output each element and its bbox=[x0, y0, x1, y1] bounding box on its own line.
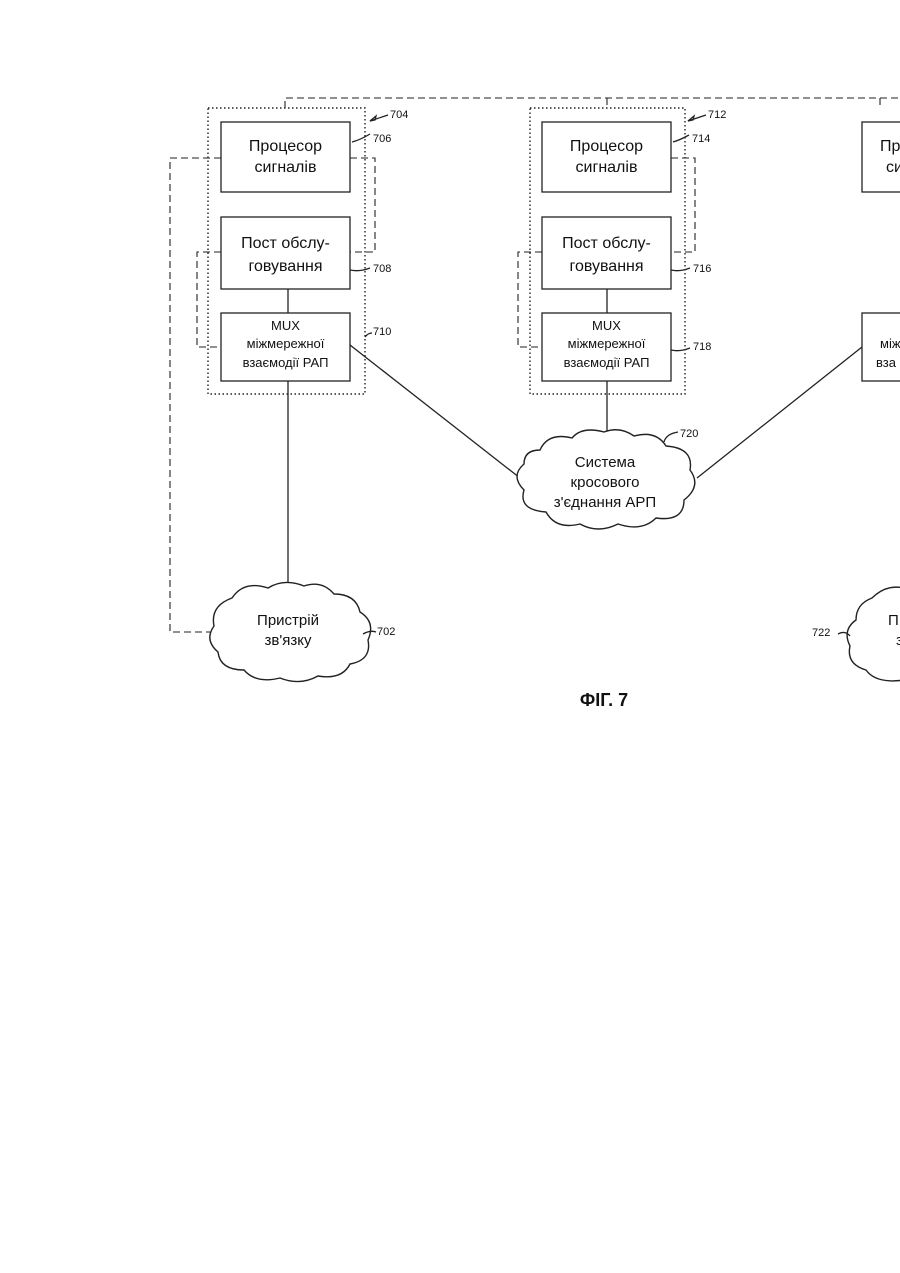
mux-label-partial-2: вза bbox=[876, 355, 897, 370]
ref-label-718: 718 bbox=[693, 341, 711, 353]
signal-processor-box-partial bbox=[862, 122, 900, 192]
crossconnect-label-1: Система bbox=[575, 454, 636, 471]
ref-label-716: 716 bbox=[693, 263, 711, 275]
signal-processor-label-1: Процесор bbox=[249, 138, 322, 155]
mux-label-1: MUX bbox=[271, 318, 300, 333]
communication-device-cloud-partial: П з 722 bbox=[812, 587, 900, 681]
top-dashed-bus bbox=[285, 98, 900, 108]
ref-label-722: 722 bbox=[812, 627, 830, 639]
signal-processor-label-1: Процесор bbox=[570, 138, 643, 155]
ref-712-pointer: 712 bbox=[688, 109, 726, 121]
crossconnect-label-2: кросового bbox=[571, 474, 640, 491]
mux-label-partial-1: між bbox=[880, 336, 900, 351]
ref-label-706: 706 bbox=[373, 133, 391, 145]
unit-partial-right: Пр си між вза bbox=[862, 122, 900, 381]
service-station-box bbox=[221, 217, 350, 289]
mux-label-2: міжмережної bbox=[568, 336, 646, 351]
communication-device-partial-label-1: П bbox=[888, 612, 899, 629]
mux-label-1: MUX bbox=[592, 318, 621, 333]
service-station-label-2: говування bbox=[248, 258, 322, 275]
signal-processor-label-2: сигналів bbox=[576, 159, 638, 176]
ref-label-704: 704 bbox=[390, 109, 408, 121]
mux-label-2: міжмережної bbox=[247, 336, 325, 351]
signal-processor-label-partial-1: Пр bbox=[880, 138, 900, 155]
crossconnect-label-3: з'єднання АРП bbox=[554, 494, 656, 511]
service-station-label-2: говування bbox=[569, 258, 643, 275]
service-station-label-1: Пост обслу- bbox=[241, 235, 330, 252]
mux-label-3: взаємодії РАП bbox=[564, 355, 650, 370]
service-station-box bbox=[542, 217, 671, 289]
service-station-label-1: Пост обслу- bbox=[562, 235, 651, 252]
ref-label-708: 708 bbox=[373, 263, 391, 275]
ref-704-pointer: 704 bbox=[370, 109, 408, 121]
figure-caption: ФІГ. 7 bbox=[580, 690, 628, 710]
signal-processor-box bbox=[542, 122, 671, 192]
ref-label-714: 714 bbox=[692, 133, 710, 145]
ref-label-702: 702 bbox=[377, 626, 395, 638]
signal-processor-label-2: сигналів bbox=[255, 159, 317, 176]
ref-label-720: 720 bbox=[680, 428, 698, 440]
unit-704: 704 Процесор сигналів 706 Пост обслу- го… bbox=[170, 108, 408, 632]
ref-label-710: 710 bbox=[373, 326, 391, 338]
crossconnect-cloud: Система кросового з'єднання АРП 720 bbox=[517, 428, 698, 529]
communication-device-partial-label-2: з bbox=[896, 632, 900, 649]
communication-device-label-1: Пристрій bbox=[257, 612, 319, 629]
signal-processor-label-partial-2: си bbox=[886, 159, 900, 176]
signal-processor-box bbox=[221, 122, 350, 192]
ref-label-712: 712 bbox=[708, 109, 726, 121]
mux-label-3: взаємодії РАП bbox=[243, 355, 329, 370]
communication-device-label-2: зв'язку bbox=[265, 632, 312, 649]
unit-712: 712 Процесор сигналів 714 Пост обслу- го… bbox=[518, 108, 726, 394]
communication-device-cloud: Пристрій зв'язку 702 bbox=[210, 582, 396, 681]
